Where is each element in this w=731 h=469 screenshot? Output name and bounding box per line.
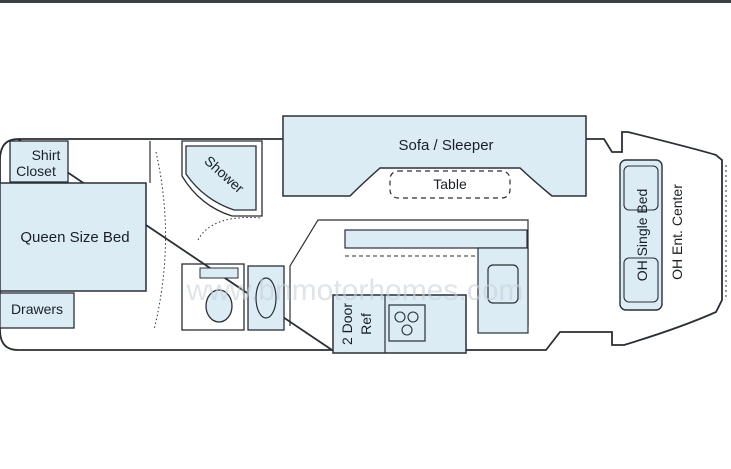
- oh-single-bed-pad-top: [623, 165, 659, 211]
- oh-single-bed-label: OH Single Bed: [634, 189, 650, 282]
- ref-label-2: Ref: [358, 313, 374, 335]
- sink-counter: [247, 265, 285, 331]
- closet-label: Closet: [16, 163, 56, 179]
- oh-single-bed: [619, 159, 663, 311]
- top-bar: [0, 0, 731, 3]
- table-label: Table: [433, 176, 467, 192]
- galley-countertop: [344, 229, 528, 249]
- burner-2: [407, 311, 419, 323]
- drawers-label: Drawers: [11, 301, 63, 317]
- bedroom-door-swing: [153, 151, 166, 331]
- shirt-label: Shirt: [32, 147, 61, 163]
- oh-single-bed-pad-bottom: [623, 257, 659, 303]
- queen-bed-label: Queen Size Bed: [20, 229, 129, 246]
- drawers: [0, 292, 75, 329]
- shirt-closet: [9, 140, 69, 183]
- sofa-label: Sofa / Sleeper: [398, 137, 493, 154]
- burner-3: [401, 324, 413, 336]
- burner-1: [394, 311, 406, 323]
- table: [389, 170, 511, 199]
- cooktop: [388, 304, 426, 342]
- watermark: www.bnmotorhomes.com: [186, 274, 524, 307]
- sofa-sleeper: [282, 115, 587, 197]
- toilet-tank: [199, 267, 239, 279]
- toilet-area: [181, 263, 245, 331]
- toilet-bowl: [205, 289, 233, 323]
- shower-pan: [185, 145, 257, 211]
- shower-enclosure: [181, 140, 263, 217]
- galley-sink: [487, 264, 519, 304]
- queen-bed: [0, 182, 147, 292]
- oh-ent-center-label: OH Ent. Center: [669, 184, 685, 280]
- sink-basin: [255, 277, 277, 319]
- outer-shell: [0, 131, 723, 351]
- bath-door-swing: [197, 216, 263, 241]
- ref-label-1: 2 Door: [339, 303, 355, 345]
